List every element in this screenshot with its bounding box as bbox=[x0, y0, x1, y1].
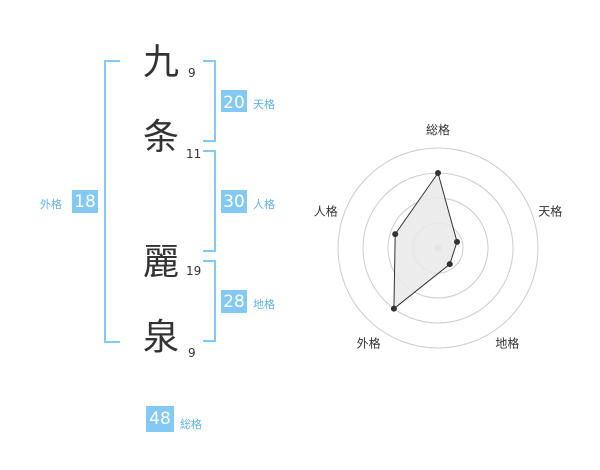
tenkaku-value-box: 20 bbox=[221, 90, 247, 112]
char-2: 条 bbox=[143, 117, 180, 158]
char-3: 麗 bbox=[143, 242, 180, 283]
gaikaku-label: 外格 bbox=[40, 198, 62, 211]
tenkaku-bracket bbox=[203, 60, 216, 142]
chikaku-label: 地格 bbox=[253, 298, 275, 311]
tenkaku-label: 天格 bbox=[253, 98, 275, 111]
jinkaku-bracket bbox=[203, 150, 216, 252]
char-1: 九 bbox=[143, 42, 180, 83]
radar-axis-label-4: 外格 bbox=[357, 336, 381, 351]
radar-point-4 bbox=[390, 305, 397, 312]
soukaku-label: 総格 bbox=[180, 418, 202, 431]
radar-point-3 bbox=[446, 261, 453, 268]
soukaku-value-box: 48 bbox=[146, 406, 174, 432]
jinkaku-label: 人格 bbox=[253, 198, 275, 211]
char-3-strokes: 19 bbox=[186, 264, 202, 278]
radar-point-2 bbox=[454, 238, 461, 245]
radar-data-polygon bbox=[393, 171, 458, 310]
radar-axis-label-2: 天格 bbox=[538, 204, 562, 219]
radar-grid-ring bbox=[337, 147, 539, 349]
radar-point-1 bbox=[435, 170, 441, 176]
radar-axis-label-5: 人格 bbox=[314, 204, 338, 219]
chikaku-bracket bbox=[203, 260, 216, 342]
chikaku-value-box: 28 bbox=[221, 290, 247, 313]
radar-point-5 bbox=[392, 231, 399, 238]
char-2-strokes: 11 bbox=[186, 147, 202, 161]
gaikaku-bracket bbox=[104, 60, 120, 343]
gaikaku-value-box: 18 bbox=[72, 190, 98, 213]
radar-axis-label-3: 地格 bbox=[495, 336, 519, 351]
char-1-strokes: 9 bbox=[188, 66, 196, 80]
char-4-strokes: 9 bbox=[188, 346, 196, 360]
jinkaku-value-box: 30 bbox=[221, 190, 247, 213]
radar-axis-label-1: 総格 bbox=[426, 122, 450, 137]
char-4: 泉 bbox=[143, 317, 180, 358]
